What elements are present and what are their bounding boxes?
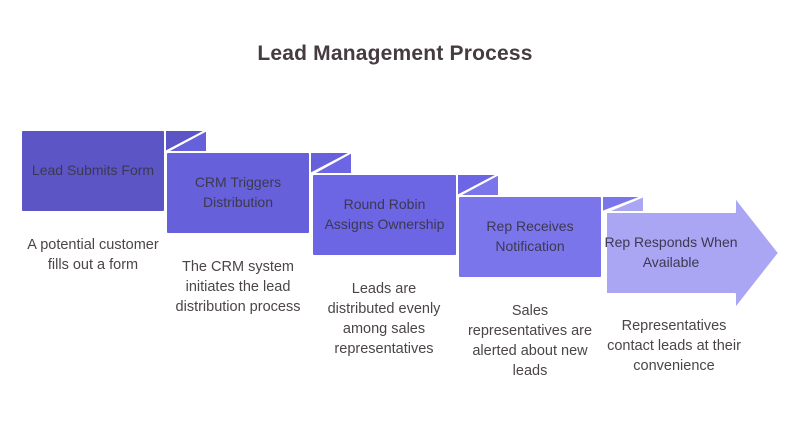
step-3-description: Leads are distributed evenly among sales…	[327, 281, 441, 357]
step-2-label: CRM Triggers Distribution	[194, 174, 282, 210]
step-2-box	[165, 151, 311, 235]
step-1-label: Lead Submits Form	[31, 162, 155, 179]
step-5-description: Representatives contact leads at their c…	[607, 318, 741, 374]
page-title: Lead Management Process	[257, 42, 533, 65]
step-4-description: Sales representatives are alerted about …	[467, 303, 593, 379]
step-5-arrow	[605, 196, 780, 310]
step-5-label: Rep Responds When Available	[604, 234, 738, 270]
step-3-label: Round Robin Assigns Ownership	[324, 196, 445, 232]
step-4-box	[457, 195, 603, 279]
step-4-label: Rep Receives Notification	[486, 218, 574, 254]
step-1-description: A potential customer fills out a form	[27, 237, 159, 273]
step-2-description: The CRM system initiates the lead distri…	[175, 259, 301, 315]
